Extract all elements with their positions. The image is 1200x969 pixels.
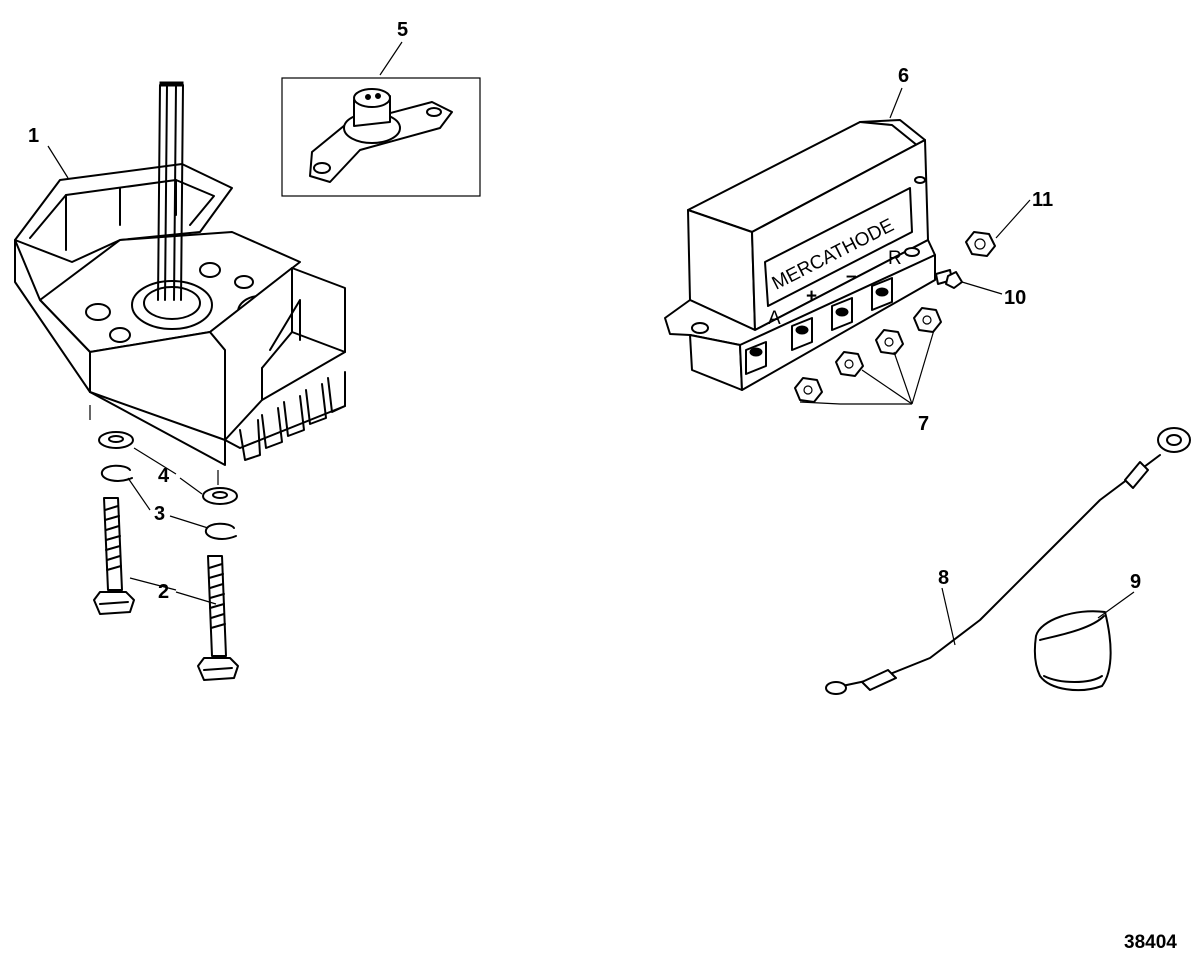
terminal-label-r: R <box>888 248 902 269</box>
screw <box>935 269 963 289</box>
leader-lines <box>47 41 1135 646</box>
lock-washer-right <box>204 522 237 540</box>
flat-washer-left <box>98 431 134 449</box>
callout-9: 9 <box>1130 571 1141 593</box>
callout-2: 2 <box>158 581 169 603</box>
hex-nut <box>965 231 996 257</box>
inset-connector-box <box>281 77 481 197</box>
callout-11: 11 <box>1032 189 1053 211</box>
callout-8: 8 <box>938 567 949 589</box>
terminal-studs <box>745 277 893 375</box>
mercathode-controller <box>664 119 936 391</box>
terminal-nuts <box>794 307 942 403</box>
terminal-label-a: A <box>768 308 781 329</box>
electrode-housing <box>14 81 346 485</box>
callout-10: 10 <box>1004 287 1026 309</box>
bolt-right <box>197 555 239 681</box>
callout-5: 5 <box>397 19 408 41</box>
callout-4: 4 <box>158 465 170 487</box>
ground-strap <box>825 427 1191 695</box>
flat-washer-right <box>202 487 238 505</box>
cap <box>1033 610 1112 692</box>
callout-1: 1 <box>28 125 39 147</box>
terminal-label-minus: – <box>846 266 857 287</box>
lock-washer-left <box>100 464 133 482</box>
callout-3: 3 <box>154 503 165 525</box>
callout-7: 7 <box>918 413 929 435</box>
callout-6: 6 <box>898 65 909 87</box>
bolt-left <box>93 497 135 615</box>
terminal-label-plus: + <box>806 286 817 307</box>
drawing-number: 38404 <box>1124 932 1177 953</box>
